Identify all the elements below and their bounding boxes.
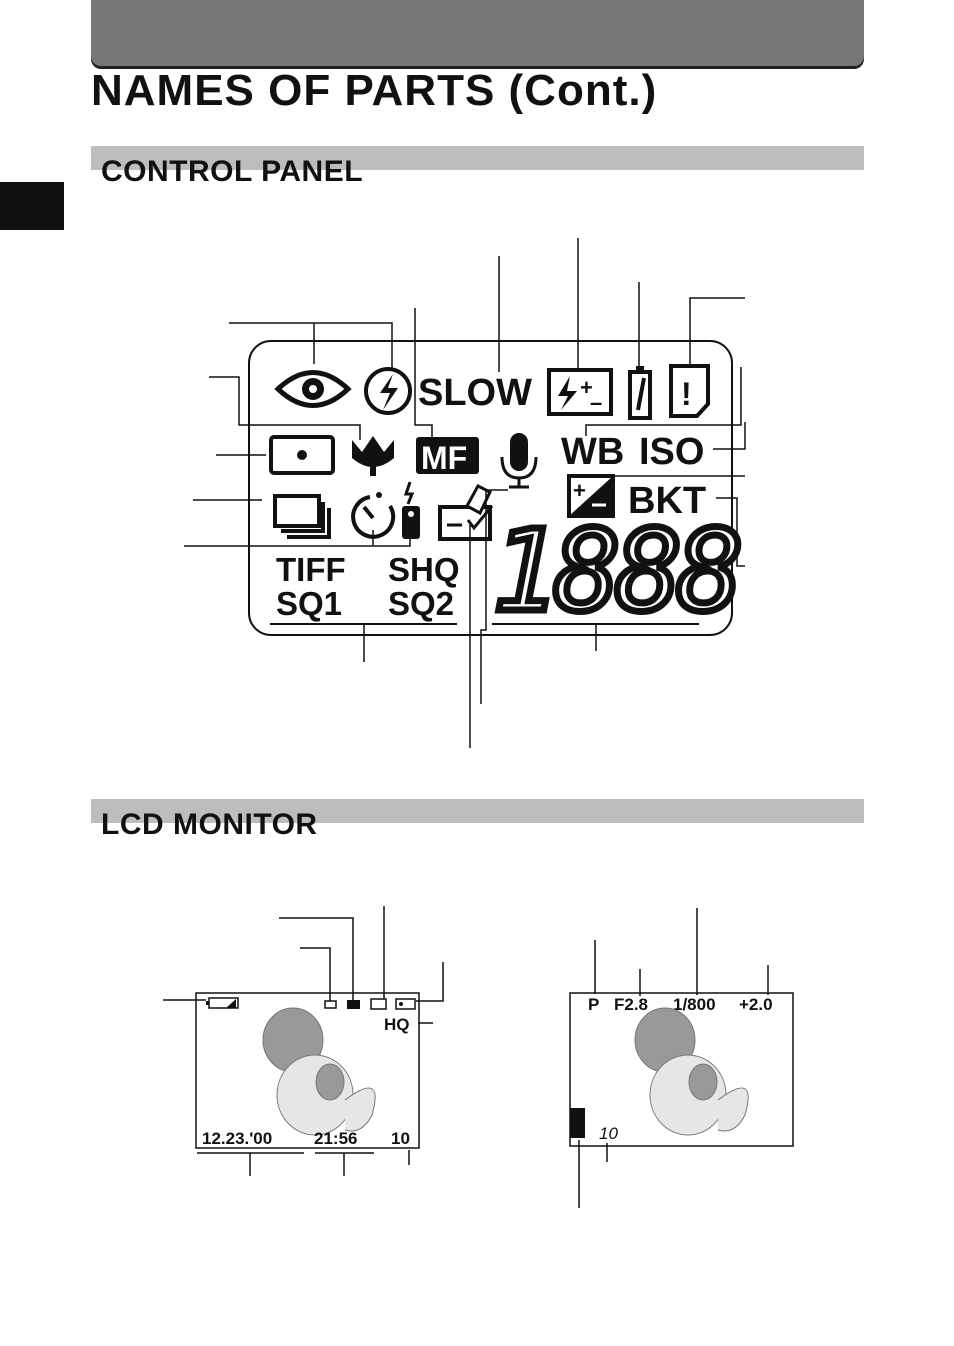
red-eye-icon: [274, 370, 352, 408]
protect-icon: [395, 998, 416, 1010]
exposure-compensation-icon: +: [567, 474, 615, 518]
flash-off-icon: [364, 367, 412, 415]
lcd-monitor-section-bar: [91, 799, 864, 823]
dog-image-right: [634, 1007, 749, 1136]
lcd-right-screen: [569, 992, 794, 1147]
memory-gauge: [570, 1108, 585, 1138]
print-icon: [324, 1000, 337, 1009]
date-label: 12.23.'00: [202, 1129, 272, 1148]
sq1-label: SQ1: [276, 585, 342, 622]
lcd-leader-lines: [163, 906, 769, 1208]
frames-right-label: 10: [599, 1124, 618, 1143]
header-bar: [91, 0, 864, 66]
svg-text:+: +: [580, 375, 593, 400]
exposure-label: +2.0: [739, 995, 773, 1014]
manual-focus-icon: MF: [416, 437, 479, 476]
battery-indicator-icon: [206, 997, 239, 1009]
sound-icon: [347, 1000, 360, 1009]
svg-text:–: –: [590, 390, 602, 415]
quality-label: HQ: [384, 1015, 410, 1034]
battery-icon: [628, 366, 652, 420]
microphone-icon: [500, 433, 538, 489]
page-title: NAMES OF PARTS (Cont.): [91, 66, 658, 115]
shutter-label: 1/800: [673, 995, 716, 1014]
self-timer-icon: [351, 492, 396, 539]
svg-text:MF: MF: [421, 440, 467, 476]
lcd-left-screen: [195, 992, 420, 1149]
control-panel-heading: CONTROL PANEL: [101, 155, 364, 188]
leader-lines: [184, 238, 746, 748]
chapter-tab: [0, 182, 64, 230]
svg-text:+: +: [573, 478, 586, 503]
aperture-label: F2.8: [614, 995, 648, 1014]
frames-label: 10: [391, 1129, 410, 1148]
control-panel-outline: [248, 340, 733, 636]
voice-icon: [370, 998, 387, 1010]
macro-icon: [352, 436, 394, 476]
sequential-icon: [273, 494, 331, 539]
remote-icon: [402, 481, 420, 539]
lcd-monitor-heading: LCD MONITOR: [101, 808, 318, 841]
mode-label: P: [588, 995, 599, 1014]
svg-text:!: !: [681, 376, 692, 412]
card-warning-icon: !: [669, 364, 710, 418]
slow-label: SLOW: [418, 372, 532, 414]
control-panel-section-bar: [91, 146, 864, 170]
wb-label: WB: [561, 431, 624, 473]
time-label: 21:56: [314, 1129, 357, 1148]
dog-image: [262, 1007, 376, 1136]
bkt-label: BKT: [628, 480, 706, 522]
sq2-label: SQ2: [388, 585, 454, 622]
frame-counter: 1888: [492, 507, 738, 637]
shq-label: SHQ: [388, 551, 460, 588]
tiff-label: TIFF: [276, 551, 346, 588]
flash-compensation-icon: + –: [547, 368, 613, 416]
spot-metering-icon: [269, 435, 335, 475]
iso-label: ISO: [639, 431, 704, 473]
